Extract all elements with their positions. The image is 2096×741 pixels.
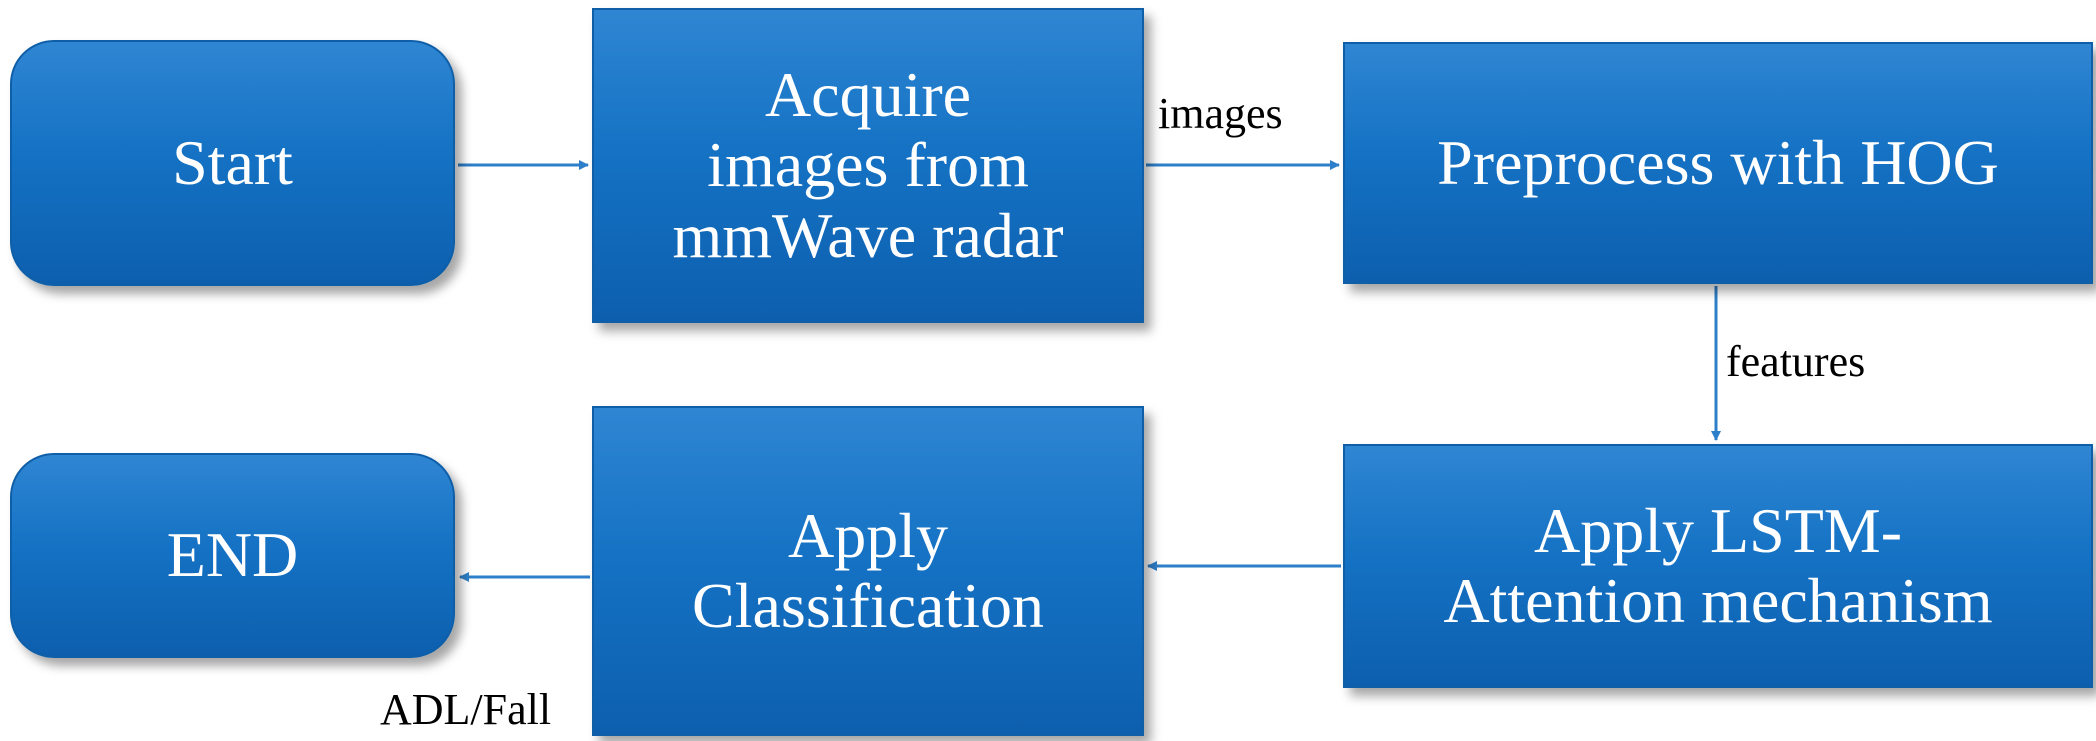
preprocess-hog-node: Preprocess with HOG	[1343, 42, 2093, 284]
start-node: Start	[10, 40, 455, 286]
classification-node: Apply Classification	[592, 406, 1144, 736]
acquire-images-node: Acquire images from mmWave radar	[592, 8, 1144, 323]
lstm-attention-node: Apply LSTM- Attention mechanism	[1343, 444, 2093, 688]
edge-label-features: features	[1726, 337, 1866, 386]
edge-label-images: images	[1158, 89, 1283, 138]
edge-label-adl-fall: ADL/Fall	[380, 685, 552, 734]
end-node: END	[10, 453, 455, 658]
